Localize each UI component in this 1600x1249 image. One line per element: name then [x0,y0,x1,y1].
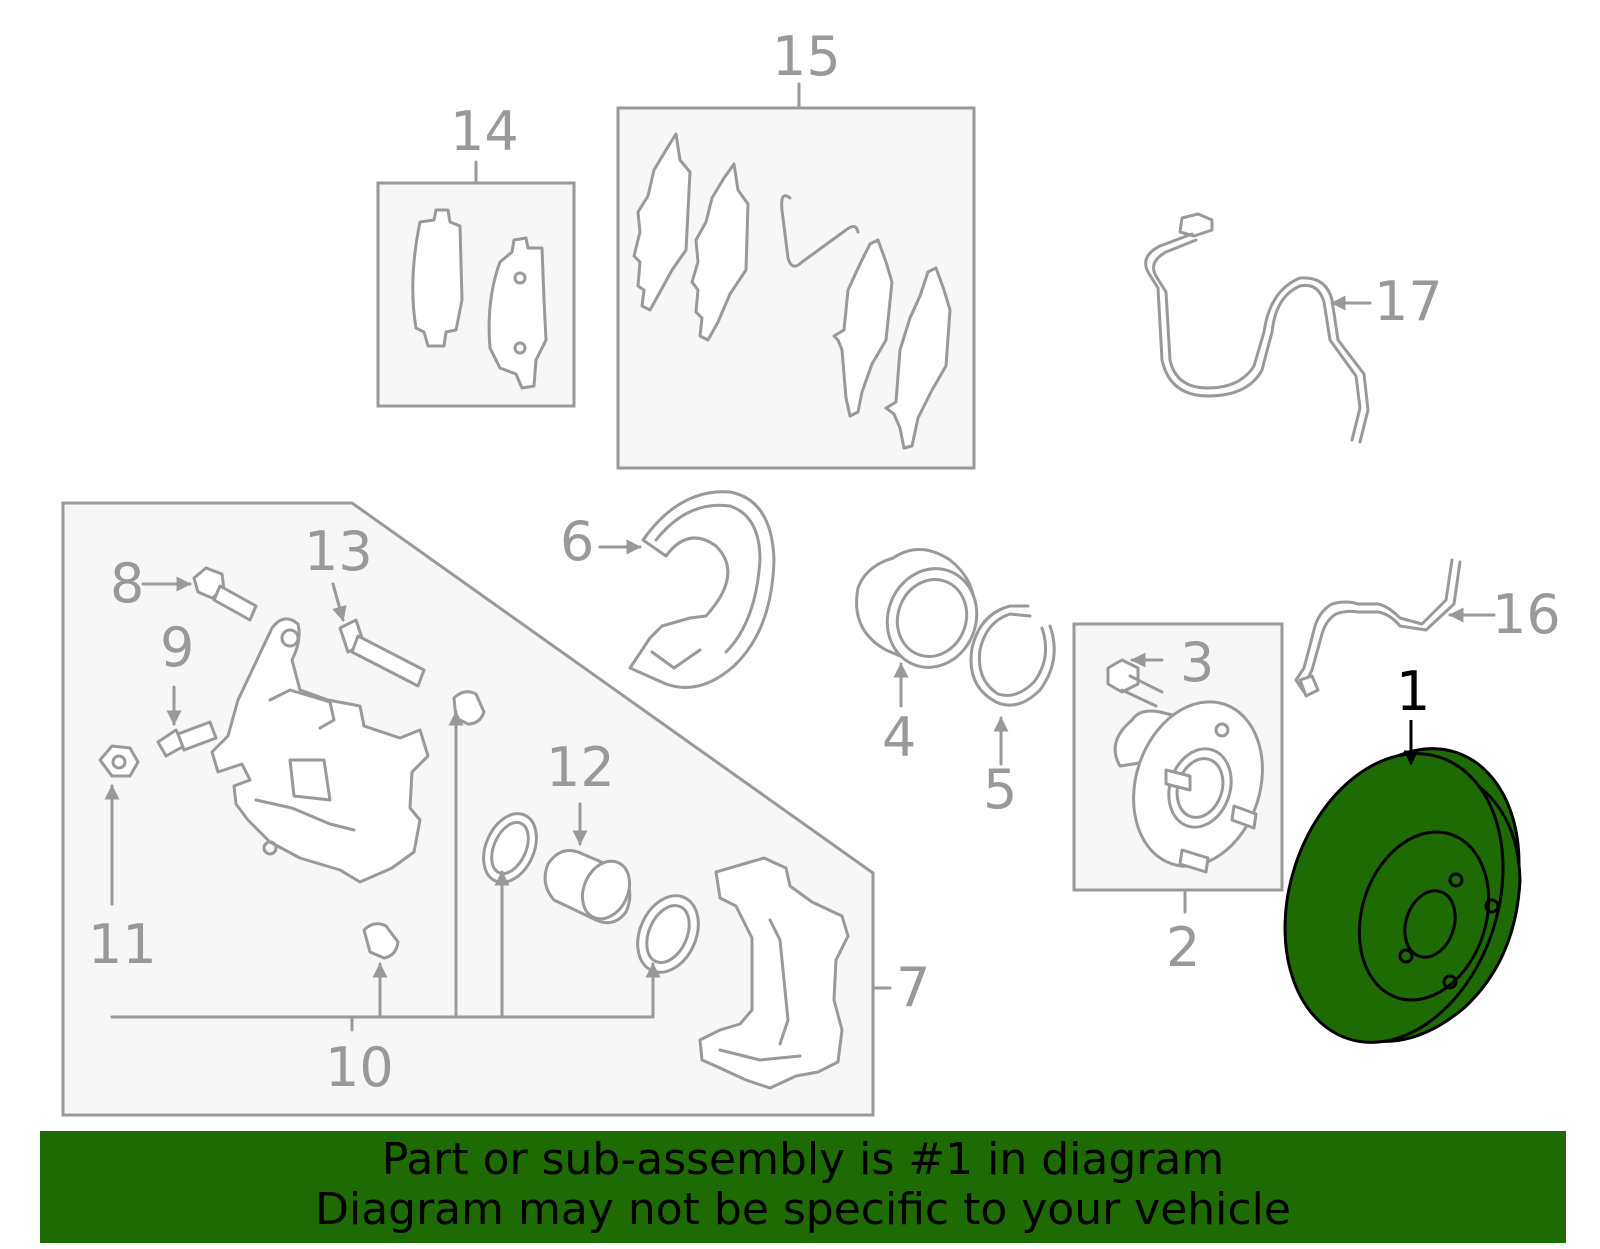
label-12: 12 [546,736,615,799]
label-14: 14 [450,100,519,163]
splash-shield-6[interactable] [598,490,776,689]
label-8: 8 [110,552,144,615]
brake-hose-16[interactable] [1294,558,1496,698]
label-5: 5 [983,758,1017,821]
label-7: 7 [896,956,930,1019]
label-17: 17 [1374,270,1443,333]
label-10: 10 [325,1036,394,1099]
label-16: 16 [1492,583,1561,646]
label-2: 2 [1166,916,1200,979]
label-1: 1 [1396,660,1430,723]
abs-sensor-wire-17[interactable] [1144,212,1372,444]
label-13: 13 [304,520,373,583]
label-11: 11 [88,913,157,976]
snap-ring-5[interactable] [969,604,1056,766]
wheel-bearing-4[interactable] [855,548,991,708]
banner-line-2: Diagram may not be specific to your vehi… [315,1184,1291,1235]
label-6: 6 [560,510,594,573]
label-15: 15 [772,25,841,88]
brake-rotor-1[interactable] [1249,720,1554,1071]
label-3: 3 [1180,631,1214,694]
disclaimer-banner: Part or sub-assembly is #1 in diagram Di… [40,1131,1566,1243]
label-4: 4 [882,706,916,769]
caliper-assembly-7-box[interactable] [61,501,892,1117]
label-9: 9 [160,616,194,679]
hub-assembly-2-box[interactable] [1072,622,1284,914]
brake-pad-set-14-box[interactable] [376,160,576,408]
brake-pad-set-15-box[interactable] [616,82,976,470]
banner-line-1: Part or sub-assembly is #1 in diagram [381,1134,1225,1185]
